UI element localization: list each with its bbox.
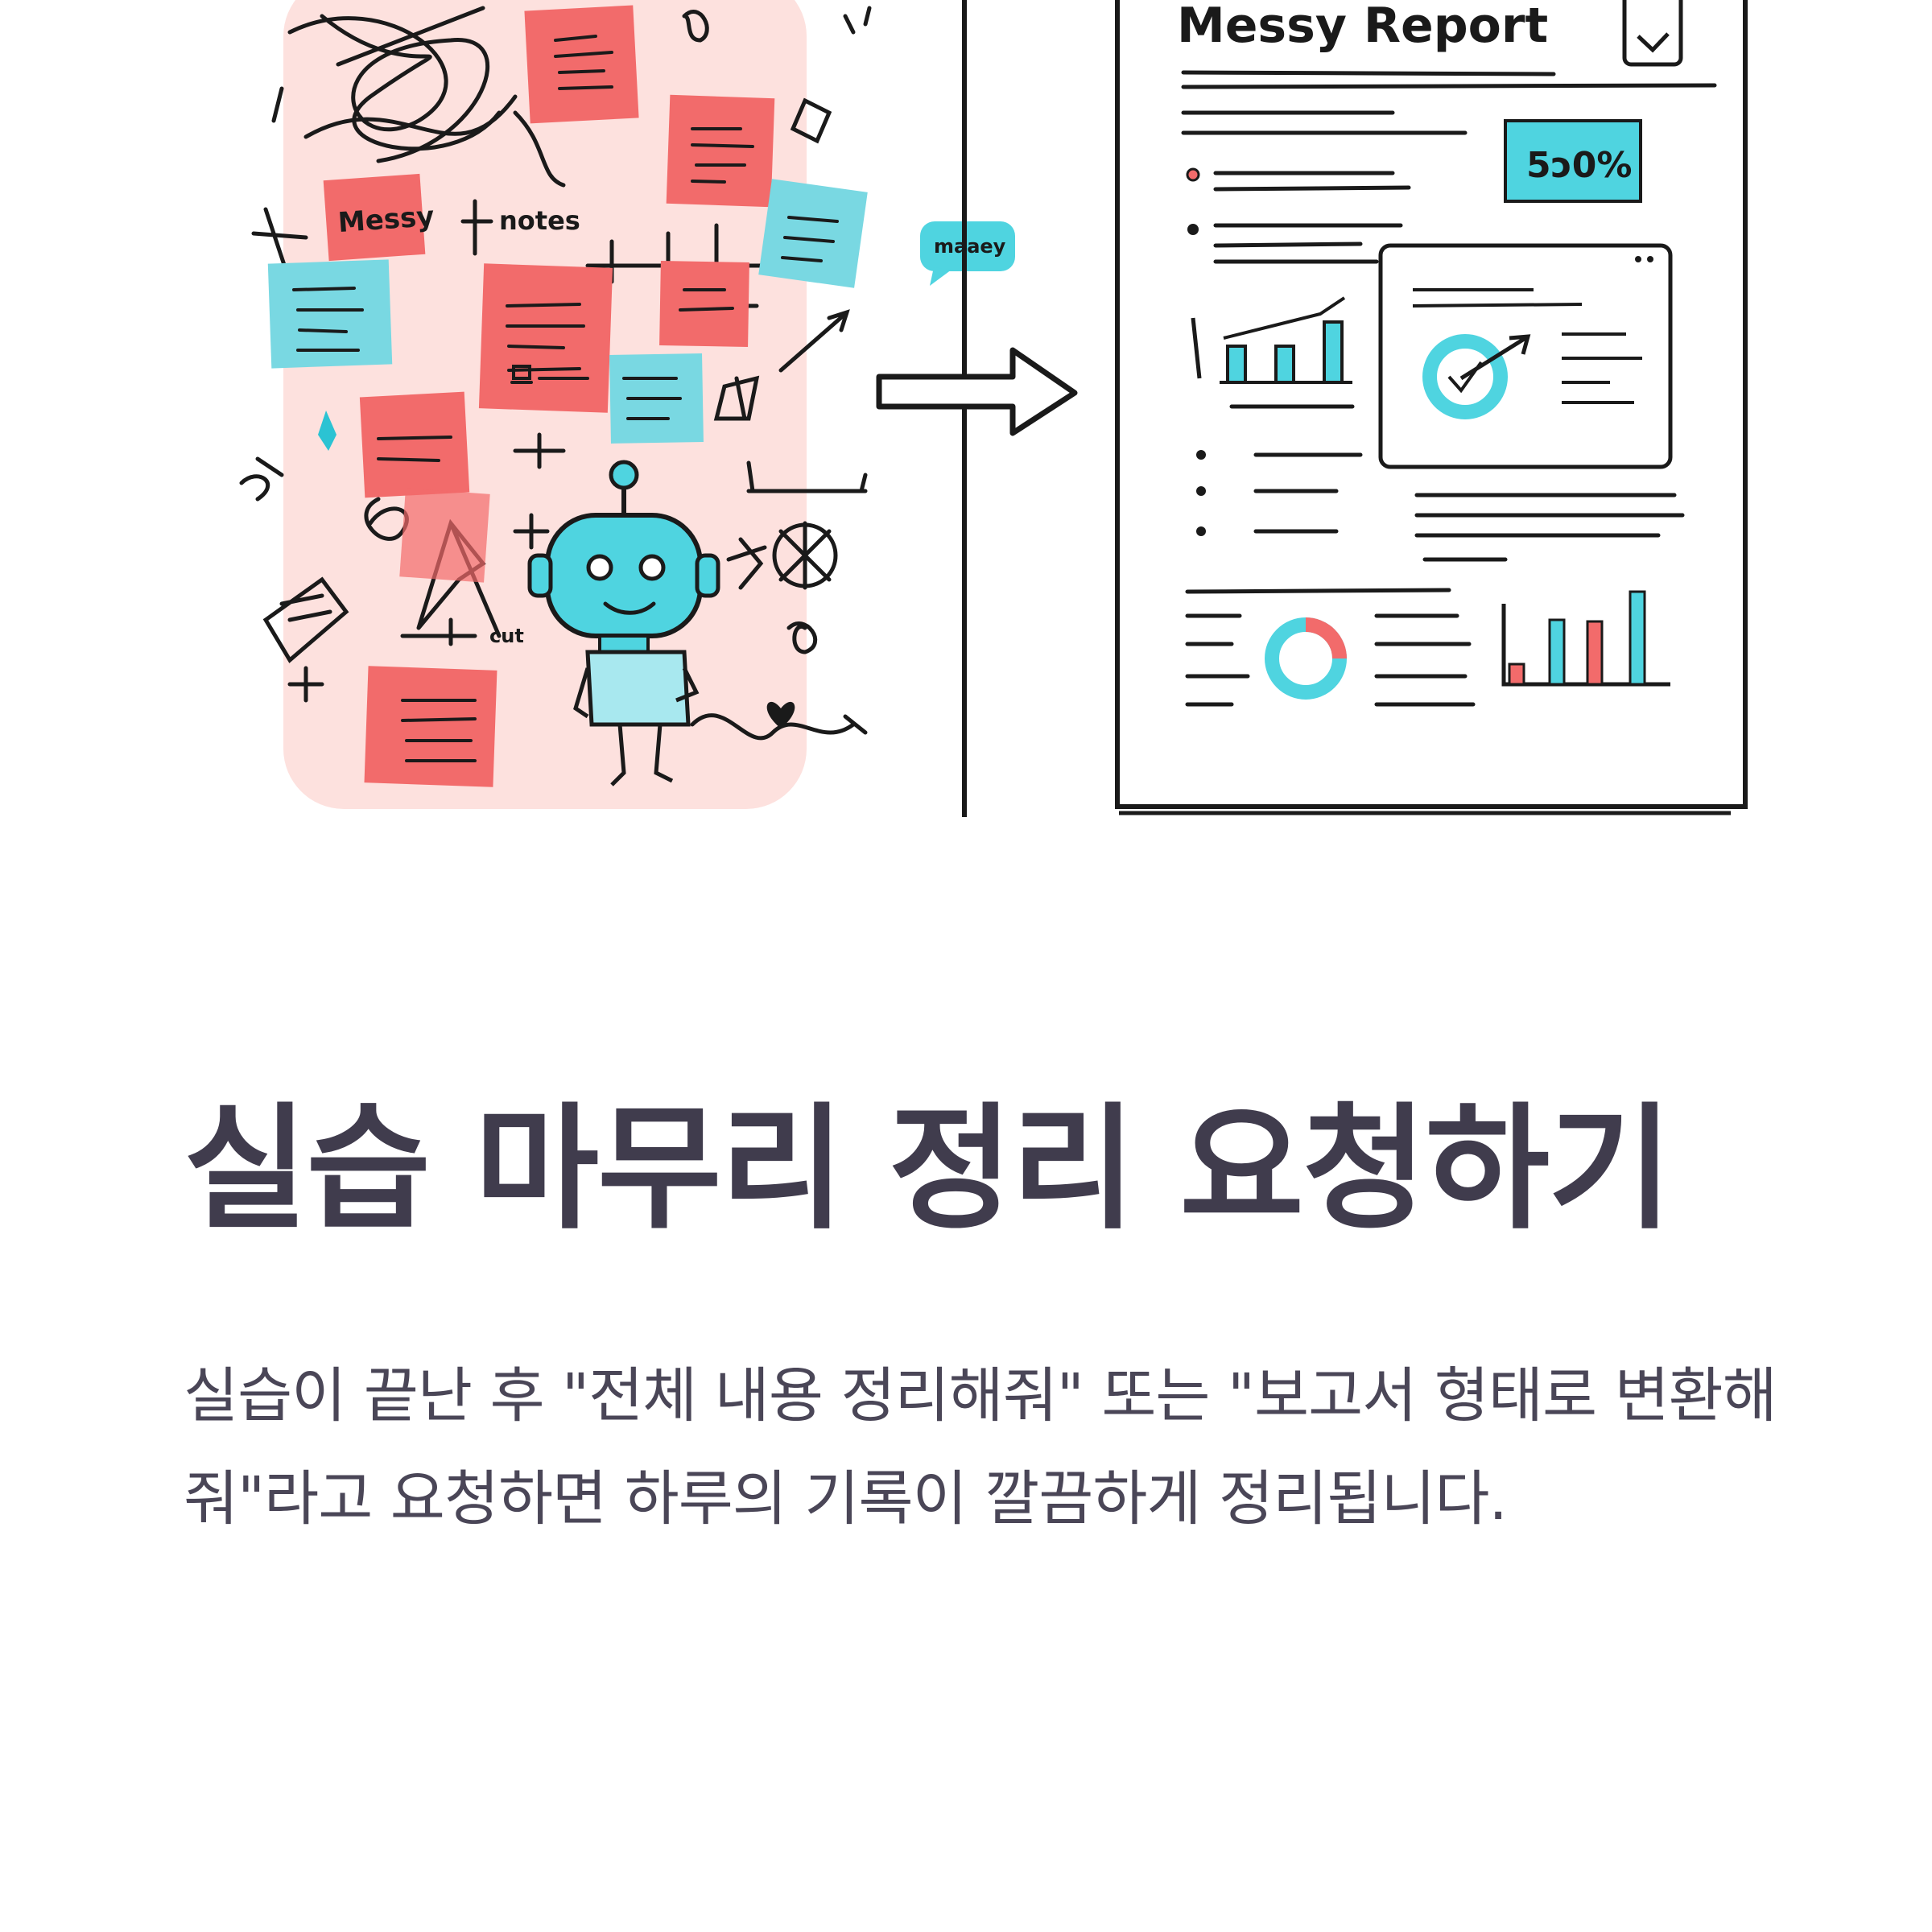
bar-chart-lower-icon (1501, 590, 1670, 687)
note-notes-label: notes (499, 205, 580, 236)
bubble-label: maaey (934, 235, 1006, 258)
messy-notes-panel: Messy notes cut (239, 0, 872, 809)
bar-chart-icon (1191, 296, 1352, 384)
percent-badge: 5ɔ0% (1526, 145, 1632, 186)
target-icon (1422, 334, 1508, 419)
page-title: 실습 마무리 정리 요청하기 (184, 1090, 1673, 1248)
doodle-word: cut (489, 625, 524, 647)
speech-bubble: maaey (920, 221, 1015, 286)
illustration: Messy notes cut maaey (239, 0, 1748, 817)
report-document: Messy Report 5ɔ0% (1115, 0, 1748, 815)
page-body-text: 실습이 끝난 후 "전체 내용 정리해줘" 또는 "보고서 형태로 변환해줘"라… (184, 1361, 1777, 1534)
report-title: Messy Report (1177, 0, 1548, 54)
sparkle-icon (318, 411, 336, 451)
robot-icon (527, 460, 720, 786)
arrow-right-icon (876, 347, 1078, 436)
note-messy-label: Messy (337, 200, 436, 239)
heart-icon (766, 701, 795, 729)
chevron-down-icon (1637, 32, 1670, 53)
